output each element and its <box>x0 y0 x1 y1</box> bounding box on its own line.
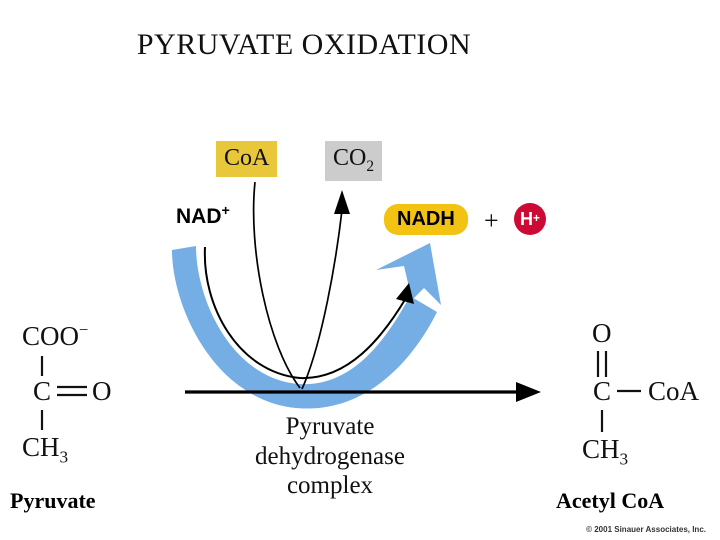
acetyl-coa-name-label: Acetyl CoA <box>556 488 665 513</box>
nad-plus-charge: + <box>221 203 230 219</box>
pyruvate-carbonyl-carbon-atom: C <box>33 376 52 406</box>
co2-base: CO <box>333 145 367 171</box>
pyruvate-carboxylate-atom: COO− <box>22 320 89 351</box>
acetylcoa-methyl-base: CH <box>582 434 620 464</box>
enzyme-caption-line-3: complex <box>286 472 374 499</box>
acetylcoa-coa-group-atom: CoA <box>648 376 700 406</box>
coa-entry-curve <box>252 181 301 389</box>
enzyme-caption-line-2: dehydrogenase <box>255 442 405 470</box>
h-plus-badge: H+ <box>514 203 546 235</box>
blue-pathway-arrow <box>172 243 441 409</box>
acetylcoa-carbonyl-oxygen-atom: O <box>592 318 612 348</box>
nad-plus-base: NAD <box>176 205 222 228</box>
pyruvate-name-label: Pyruvate <box>10 488 96 513</box>
co2-label-text: CO2 <box>325 141 383 182</box>
co2-subscript: 2 <box>366 157 375 175</box>
acetylcoa-methyl-subscript: 3 <box>619 449 629 469</box>
co2-product-label-box: CO2 <box>325 141 383 182</box>
plus-sign: + <box>484 206 499 235</box>
copyright-notice: © 2001 Sinauer Associates, Inc. <box>586 525 706 534</box>
coa-substrate-label-box: CoA <box>216 141 278 177</box>
coa-label-text: CoA <box>216 141 278 177</box>
h-plus-charge: + <box>533 211 540 226</box>
pyruvate-methyl-atom: CH3 <box>22 434 68 466</box>
acetylcoa-methyl-atom: CH3 <box>582 436 628 468</box>
enzyme-caption-line-1: Pyruvate <box>285 413 375 440</box>
enzyme-caption: Pyruvate dehydrogenase complex <box>205 412 455 501</box>
nadh-product-pill-wrap: NADH <box>384 204 468 235</box>
pyruvate-methyl-subscript: 3 <box>59 447 69 467</box>
pyruvate-carboxylate-base: COO <box>22 321 80 351</box>
pyruvate-methyl-base: CH <box>22 432 60 462</box>
co2-exit-curve <box>301 190 350 390</box>
nadh-label-text: NADH <box>384 204 468 235</box>
pyruvate-carbonyl-oxygen-atom: O <box>92 376 112 406</box>
page-title: PYRUVATE OXIDATION <box>136 28 472 61</box>
pyruvate-bonds <box>40 356 87 430</box>
nad-to-nadh-curve <box>203 246 414 380</box>
main-reaction-arrow <box>185 382 541 402</box>
nad-plus-label: NAD+ <box>176 203 230 229</box>
h-plus-base: H <box>520 209 534 229</box>
acetyl-coa-bonds <box>596 351 641 432</box>
pyruvate-carboxylate-charge: − <box>79 320 89 339</box>
acetylcoa-carbonyl-carbon-atom: C <box>593 376 612 406</box>
